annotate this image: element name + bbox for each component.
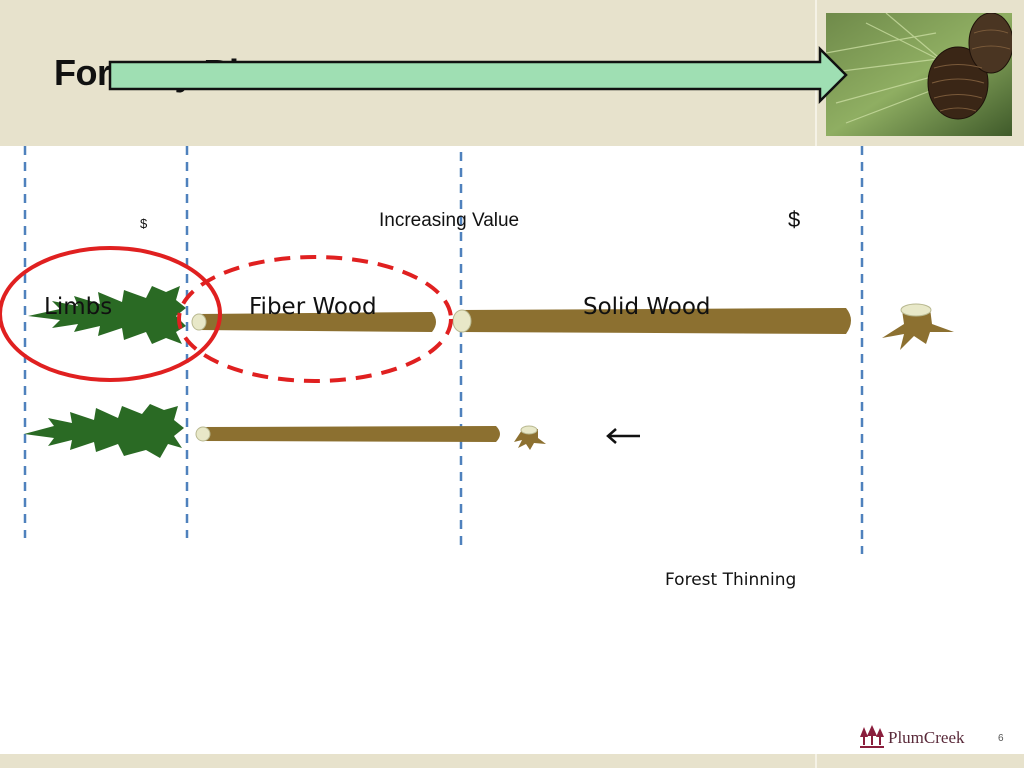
fiber-wood-log-top bbox=[191, 312, 436, 332]
stump-top bbox=[882, 303, 954, 350]
solid-wood-log-top bbox=[452, 308, 851, 334]
limbs-foliage-top bbox=[28, 286, 186, 344]
column-dividers bbox=[23, 146, 864, 554]
fiber-wood-highlight-circle bbox=[177, 255, 453, 383]
forest-thinning-label: Forest Thinning bbox=[665, 570, 797, 590]
column-label-limbs: Limbs bbox=[44, 294, 113, 320]
page-number: 6 bbox=[998, 733, 1004, 744]
footer-divider bbox=[815, 754, 817, 768]
column-label-fiber-wood: Fiber Wood bbox=[249, 294, 377, 320]
biomass-diagram bbox=[0, 45, 954, 554]
column-label-solid-wood: Solid Wood bbox=[583, 294, 711, 320]
left-arrow-icon bbox=[606, 428, 640, 444]
increasing-value-arrow bbox=[108, 45, 848, 105]
high-value-symbol: $ bbox=[788, 207, 801, 232]
logo-text: PlumCreek bbox=[888, 728, 965, 747]
pinecone bbox=[927, 13, 1012, 120]
increasing-value-label: Increasing Value bbox=[379, 210, 520, 231]
pinecone-photo bbox=[826, 13, 1012, 136]
plumcreek-logo: PlumCreek bbox=[860, 724, 965, 752]
low-value-symbol: $ bbox=[140, 216, 148, 231]
limbs-foliage-bottom bbox=[24, 404, 184, 458]
trees-icon bbox=[860, 725, 884, 748]
thinning-log-bottom bbox=[195, 426, 500, 442]
limbs-highlight-circle bbox=[0, 246, 222, 382]
footer-band bbox=[0, 754, 1024, 768]
stump-bottom bbox=[514, 425, 546, 450]
